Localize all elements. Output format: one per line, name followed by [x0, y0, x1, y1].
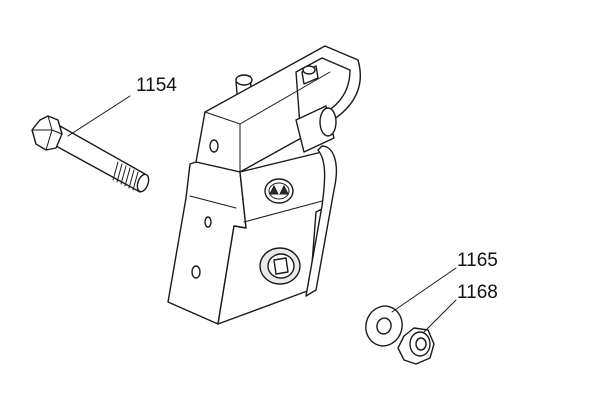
washer-part: [365, 305, 403, 347]
leader-line-1168: [423, 299, 457, 333]
leader-line-1154: [67, 95, 131, 137]
callout-1154: 1154: [136, 75, 177, 96]
leader-line-1165: [391, 267, 457, 313]
callout-1165: 1165: [457, 250, 498, 271]
bracket-assembly: [167, 45, 361, 325]
nut-part: [397, 327, 435, 365]
bolt-part: [31, 115, 150, 193]
callout-1168: 1168: [457, 282, 498, 303]
